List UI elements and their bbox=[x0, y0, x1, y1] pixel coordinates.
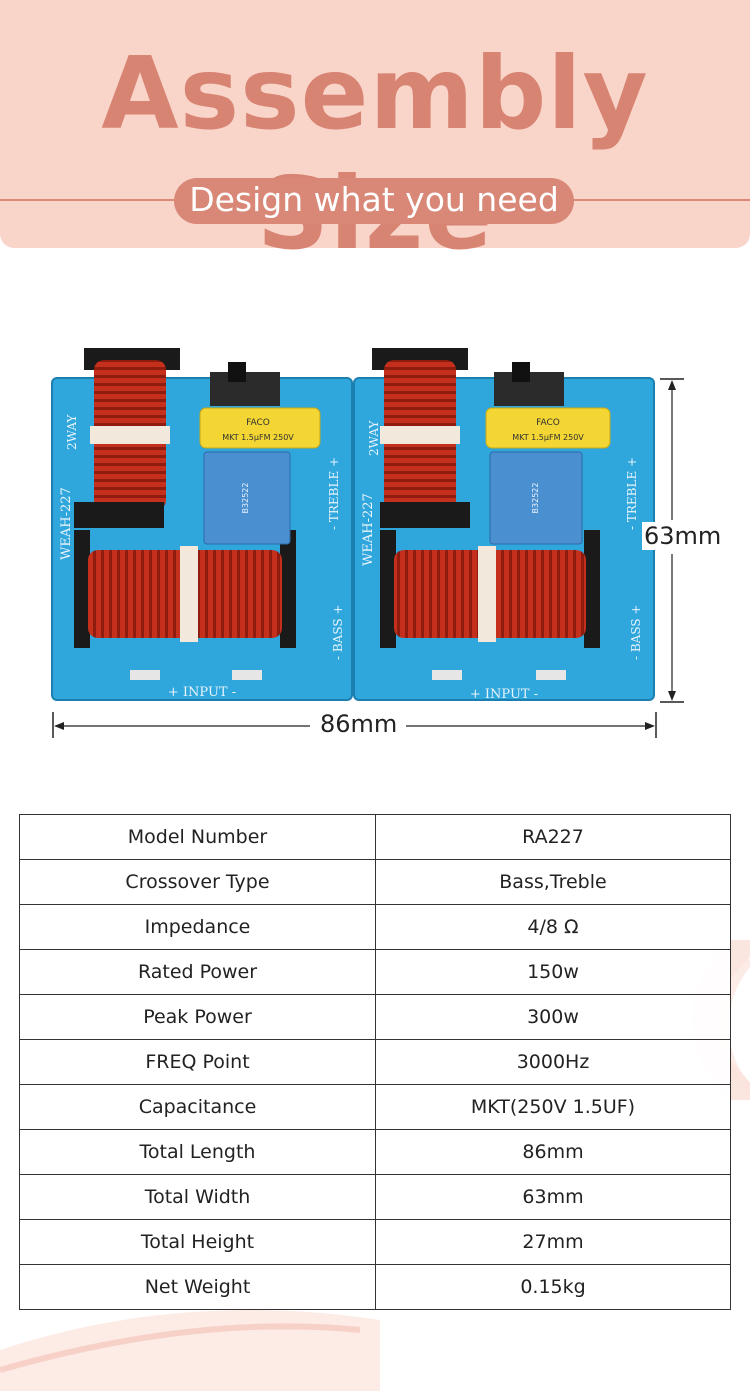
right-input-print: + INPUT - bbox=[470, 687, 538, 702]
length-dimension-arrow bbox=[52, 712, 657, 738]
spec-label: Crossover Type bbox=[19, 859, 376, 905]
left-way-print: 2WAY bbox=[65, 413, 79, 450]
subtitle-pill: Design what you need bbox=[174, 178, 574, 224]
right-way-print: 2WAY bbox=[367, 419, 381, 456]
spec-value: 300w bbox=[375, 994, 731, 1040]
left-yellow-cap-rating: MKT 1.5µFM 250V bbox=[222, 433, 294, 442]
spec-label: Total Height bbox=[19, 1219, 376, 1265]
spec-label: FREQ Point bbox=[19, 1039, 376, 1085]
page-title: Assembly Size bbox=[101, 35, 649, 272]
spec-value: Bass,Treble bbox=[375, 859, 731, 905]
header-banner: Assembly Size Design what you need bbox=[0, 0, 750, 272]
spec-label: Rated Power bbox=[19, 949, 376, 995]
product-image: FACO MKT 1.5µFM 250V B32522 WEAH-227 2WA… bbox=[0, 330, 750, 750]
spec-value: 0.15kg bbox=[375, 1264, 731, 1310]
spec-value: MKT(250V 1.5UF) bbox=[375, 1084, 731, 1130]
right-blue-cap-code: B32522 bbox=[531, 483, 540, 514]
spec-value: 27mm bbox=[375, 1219, 731, 1265]
left-blue-cap-code: B32522 bbox=[241, 483, 250, 514]
banner-divider-left bbox=[0, 199, 180, 201]
left-board: FACO MKT 1.5µFM 250V B32522 WEAH-227 2WA… bbox=[51, 348, 353, 701]
right-treble-print: - TREBLE + bbox=[625, 457, 639, 530]
spec-value: 150w bbox=[375, 949, 731, 995]
spec-label: Model Number bbox=[19, 814, 376, 860]
spec-label: Capacitance bbox=[19, 1084, 376, 1130]
spec-label: Peak Power bbox=[19, 994, 376, 1040]
spec-value: 3000Hz bbox=[375, 1039, 731, 1085]
spec-label: Impedance bbox=[19, 904, 376, 950]
banner-divider-right bbox=[568, 199, 750, 201]
right-bass-print: - BASS + bbox=[629, 605, 643, 660]
spec-value: 86mm bbox=[375, 1129, 731, 1175]
length-dimension-label: 86mm bbox=[316, 710, 402, 738]
right-yellow-cap-brand: FACO bbox=[536, 418, 560, 428]
spec-value: 4/8 Ω bbox=[375, 904, 731, 950]
right-model-print: WEAH-227 bbox=[361, 493, 376, 566]
width-dimension-label: 63mm bbox=[642, 522, 724, 550]
left-bass-print: - BASS + bbox=[331, 605, 345, 660]
left-input-print: + INPUT - bbox=[168, 685, 236, 700]
spec-label: Total Width bbox=[19, 1174, 376, 1220]
right-board: FACO MKT 1.5µFM 250V B32522 WEAH-227 2WA… bbox=[353, 348, 655, 702]
height-dimension-arrow bbox=[660, 378, 684, 703]
crossover-boards-illustration: FACO MKT 1.5µFM 250V B32522 WEAH-227 2WA… bbox=[51, 348, 684, 738]
left-treble-print: - TREBLE + bbox=[327, 457, 341, 530]
left-model-print: WEAH-227 bbox=[59, 487, 74, 560]
left-yellow-cap-brand: FACO bbox=[246, 418, 270, 428]
spec-label: Total Length bbox=[19, 1129, 376, 1175]
right-yellow-cap-rating: MKT 1.5µFM 250V bbox=[512, 433, 584, 442]
spec-value: RA227 bbox=[375, 814, 731, 860]
spec-value: 63mm bbox=[375, 1174, 731, 1220]
spec-label: Net Weight bbox=[19, 1264, 376, 1310]
